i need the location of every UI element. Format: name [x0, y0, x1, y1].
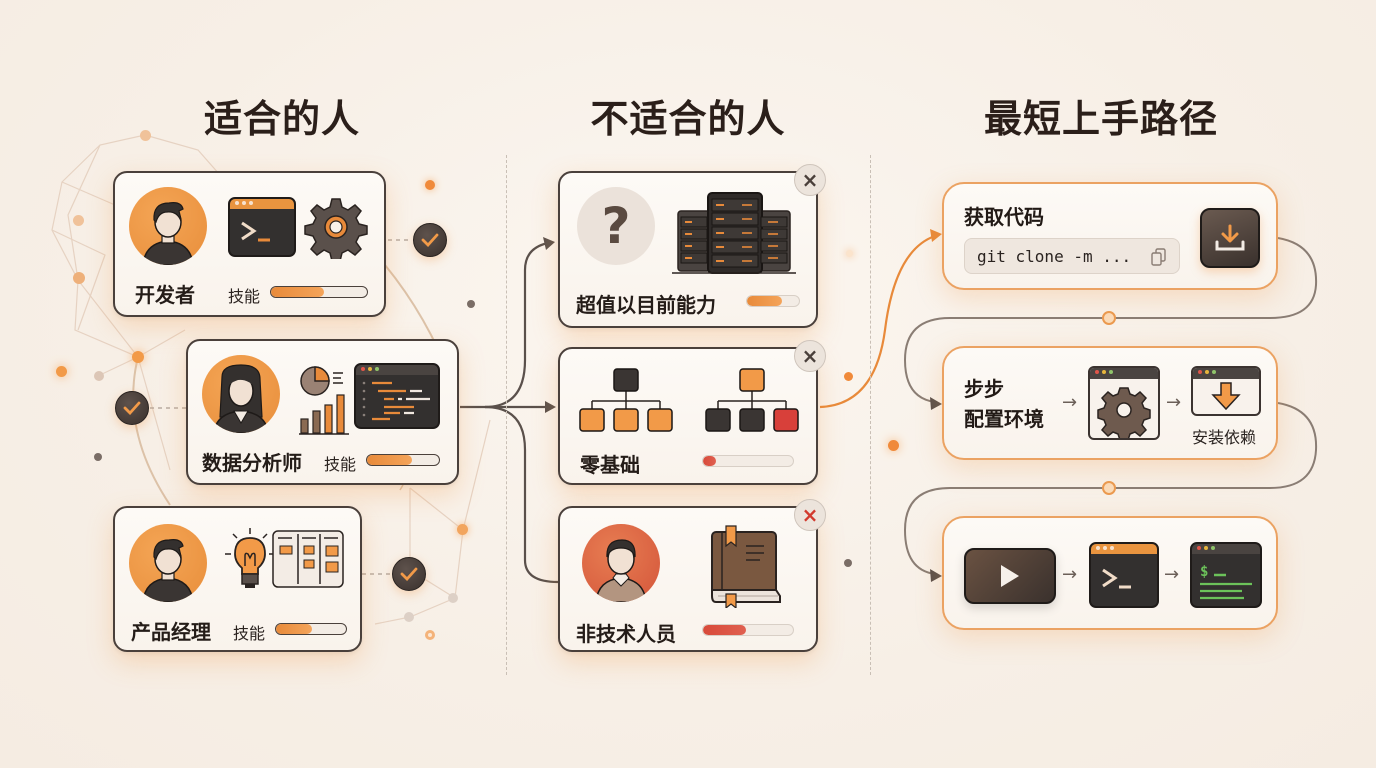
skill-label: 技能 — [233, 624, 266, 643]
decor-dot — [425, 630, 435, 640]
step-run[interactable]: → → $ — [942, 516, 1278, 630]
terminal-icon — [228, 197, 296, 257]
step-configure-env[interactable]: 步步 配置环境 → → 安装依赖 — [942, 346, 1278, 460]
developer-avatar — [129, 187, 207, 265]
decor-dot — [844, 372, 853, 381]
column-divider — [506, 155, 507, 675]
card-product-manager[interactable]: 产品经理 技能 — [113, 506, 362, 652]
pie-chart-icon — [300, 366, 343, 396]
decor-dot — [404, 612, 414, 622]
decor-dot — [888, 440, 899, 451]
role-label: 非技术人员 — [576, 622, 676, 646]
git-clone-command[interactable]: git clone -m ... — [964, 238, 1180, 274]
lightbulb-icon — [225, 528, 275, 588]
column-divider — [870, 155, 871, 675]
bar-chart-icon — [299, 394, 349, 435]
download-window-icon — [1191, 366, 1261, 416]
decor-dot — [94, 453, 102, 461]
kanban-board-icon — [272, 530, 344, 588]
download-button[interactable] — [1200, 208, 1260, 268]
arrow-right-icon: → — [1062, 564, 1078, 585]
question-icon: ? — [577, 187, 655, 265]
role-label: 零基础 — [580, 453, 640, 477]
close-icon[interactable]: × — [794, 164, 826, 196]
skill-label: 技能 — [324, 455, 357, 474]
arrow-right-icon: → — [1062, 392, 1078, 413]
decor-dot — [140, 130, 151, 141]
arrow-down-icon — [1211, 382, 1241, 411]
ability-bar — [702, 455, 794, 467]
skill-bar — [270, 286, 368, 298]
server-rack-icon — [672, 192, 796, 274]
gear-icon — [304, 198, 368, 259]
close-icon[interactable]: × — [794, 340, 826, 372]
step-get-code[interactable]: 获取代码 git clone -m ... — [942, 182, 1278, 290]
card-non-technical[interactable]: 非技术人员 — [558, 506, 818, 652]
step-title-line1: 步步 — [964, 377, 1004, 401]
decor-dot — [132, 351, 144, 363]
decor-dot — [425, 180, 435, 190]
hierarchy-orange-icon — [579, 368, 673, 432]
heading-unsuitable: 不适合的人 — [590, 97, 786, 141]
play-icon — [1001, 565, 1019, 587]
decor-dot — [457, 524, 468, 535]
product-manager-avatar — [129, 524, 207, 602]
code-text: git clone -m ... — [977, 246, 1132, 266]
decor-dot — [73, 272, 85, 284]
arrow-right-icon: → — [1166, 392, 1182, 413]
card-zero-foundation[interactable]: 零基础 — [558, 347, 818, 485]
step-connector-node — [1102, 311, 1116, 325]
step-title: 获取代码 — [964, 205, 1044, 229]
check-icon — [413, 223, 447, 257]
role-label: 产品经理 — [131, 620, 211, 644]
hierarchy-dark-icon — [705, 368, 799, 432]
decor-dot — [844, 559, 852, 567]
terminal-output-icon: $ — [1190, 542, 1262, 608]
close-icon[interactable]: × — [794, 499, 826, 531]
heading-suitable: 适合的人 — [203, 97, 360, 141]
skill-bar — [275, 623, 347, 635]
decor-dot — [467, 300, 475, 308]
person-icon — [595, 539, 647, 602]
book-icon — [711, 525, 781, 608]
step-title-line2: 配置环境 — [964, 407, 1044, 431]
skill-bar — [366, 454, 440, 466]
person-female-icon — [213, 364, 269, 433]
decor-dot — [94, 371, 104, 381]
decor-dot — [56, 366, 67, 377]
code-editor-icon — [354, 363, 440, 429]
install-deps-label: 安装依赖 — [1192, 428, 1257, 447]
data-analyst-avatar — [202, 355, 280, 433]
download-icon — [1215, 224, 1245, 251]
arrow-right-icon: → — [1164, 564, 1180, 585]
card-beyond-ability[interactable]: ? 超值以目前能力 — [558, 171, 818, 328]
ability-bar — [702, 624, 794, 636]
card-developer[interactable]: 开发者 技能 — [113, 171, 386, 317]
decor-dot — [448, 593, 458, 603]
role-label: 开发者 — [135, 283, 195, 307]
copy-icon[interactable] — [1151, 248, 1167, 266]
terminal-icon — [1089, 542, 1159, 608]
role-label: 数据分析师 — [202, 451, 302, 475]
decor-dot — [73, 215, 84, 226]
role-label: 超值以目前能力 — [576, 293, 716, 317]
check-icon — [392, 557, 426, 591]
settings-window-icon — [1088, 366, 1160, 440]
non-technical-avatar — [582, 524, 660, 602]
ability-bar — [746, 295, 800, 307]
decor-dot — [846, 250, 853, 257]
card-data-analyst[interactable]: 数据分析师 技能 — [186, 339, 459, 485]
person-icon — [142, 202, 194, 265]
svg-text:$: $ — [1200, 564, 1208, 580]
skill-label: 技能 — [228, 287, 261, 306]
step-connector-node — [1102, 481, 1116, 495]
play-video-button[interactable] — [964, 548, 1056, 604]
gear-icon — [1097, 387, 1151, 438]
check-icon — [115, 391, 149, 425]
heading-quickstart: 最短上手路径 — [983, 97, 1218, 141]
person-icon — [142, 539, 194, 602]
